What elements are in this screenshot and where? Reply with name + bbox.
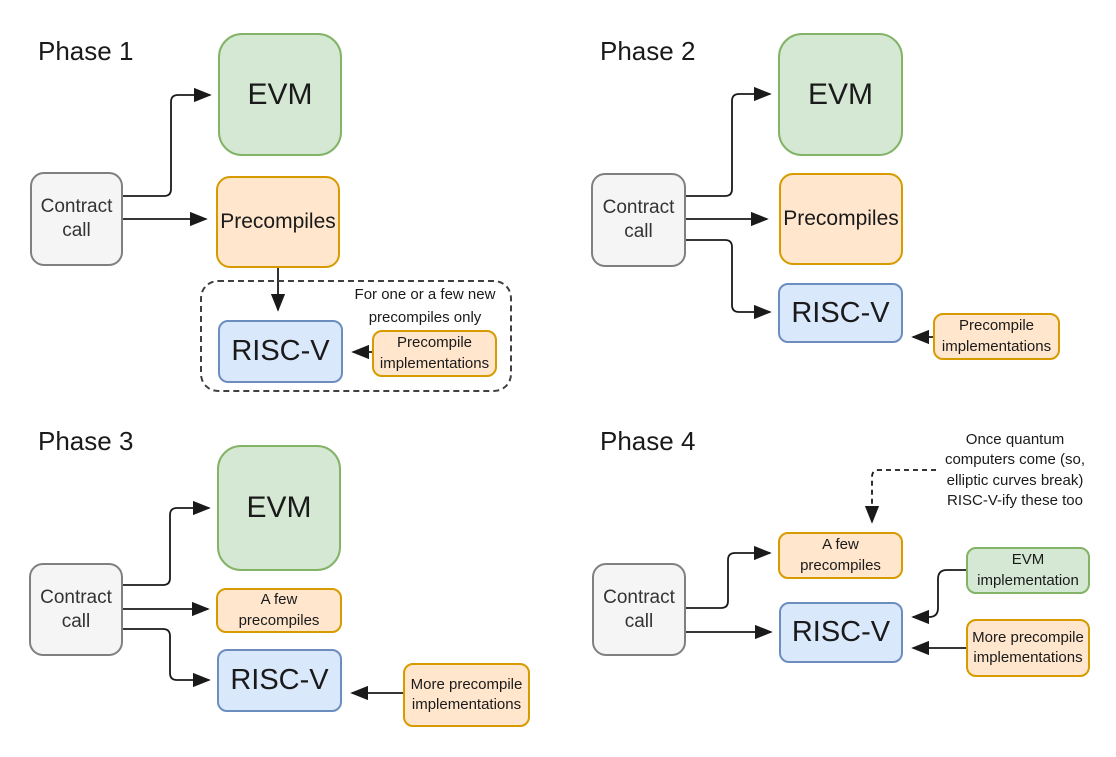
p3-arrow-contract-to-riscv (123, 628, 211, 688)
p3-few-precompiles-node: A few precompiles (216, 588, 342, 633)
p3-more-precompile-implementations-node: More precompile implementations (403, 663, 530, 727)
p4-few-precompiles-node: A few precompiles (778, 532, 903, 579)
p4-evm-implementation-node: EVM implementation (966, 547, 1090, 594)
phase-4-title: Phase 4 (600, 426, 696, 456)
p2-precompile-implementations-node: Precompile implementations (933, 313, 1060, 360)
p2-evm-node: EVM (778, 33, 903, 156)
p3-contract-call-node: Contract call (29, 563, 123, 656)
p1-evm-node: EVM (218, 33, 342, 156)
p2-riscv-node: RISC-V (778, 283, 903, 343)
p1-precompile-implementations-node: Precompile implementations (372, 330, 497, 377)
p4-contract-call-node: Contract call (592, 563, 686, 656)
p1-precompiles-node: Precompiles (216, 176, 340, 268)
p1-dashed-scope-container (200, 280, 512, 392)
phase-1-title: Phase 1 (38, 36, 134, 66)
p2-contract-call-node: Contract call (591, 173, 686, 267)
p1-scope-note: For one or a few new precompiles only (354, 286, 496, 326)
p4-arrow-evm-impl-to-riscv (911, 569, 966, 625)
p4-quantum-annotation: Once quantum computers come (so, ellipti… (944, 431, 1086, 509)
p4-more-precompile-implementations-node: More precompile implementations (966, 619, 1090, 677)
p1-riscv-node: RISC-V (218, 320, 343, 383)
p4-arrow-contract-to-few-precompiles (686, 545, 772, 609)
p4-arrow-annotation-to-few-precompiles (864, 469, 936, 524)
p1-arrow-contract-to-evm (123, 87, 212, 197)
p3-riscv-node: RISC-V (217, 649, 342, 712)
p2-precompiles-node: Precompiles (779, 173, 903, 265)
p1-contract-call-node: Contract call (30, 172, 123, 266)
phase-3-title: Phase 3 (38, 426, 134, 456)
p2-arrow-contract-to-riscv (686, 239, 772, 320)
p3-evm-node: EVM (217, 445, 341, 571)
p3-arrow-contract-to-evm (123, 500, 211, 586)
p2-arrow-contract-to-evm (686, 86, 772, 197)
phase-2-title: Phase 2 (600, 36, 696, 66)
p4-riscv-node: RISC-V (779, 602, 903, 663)
